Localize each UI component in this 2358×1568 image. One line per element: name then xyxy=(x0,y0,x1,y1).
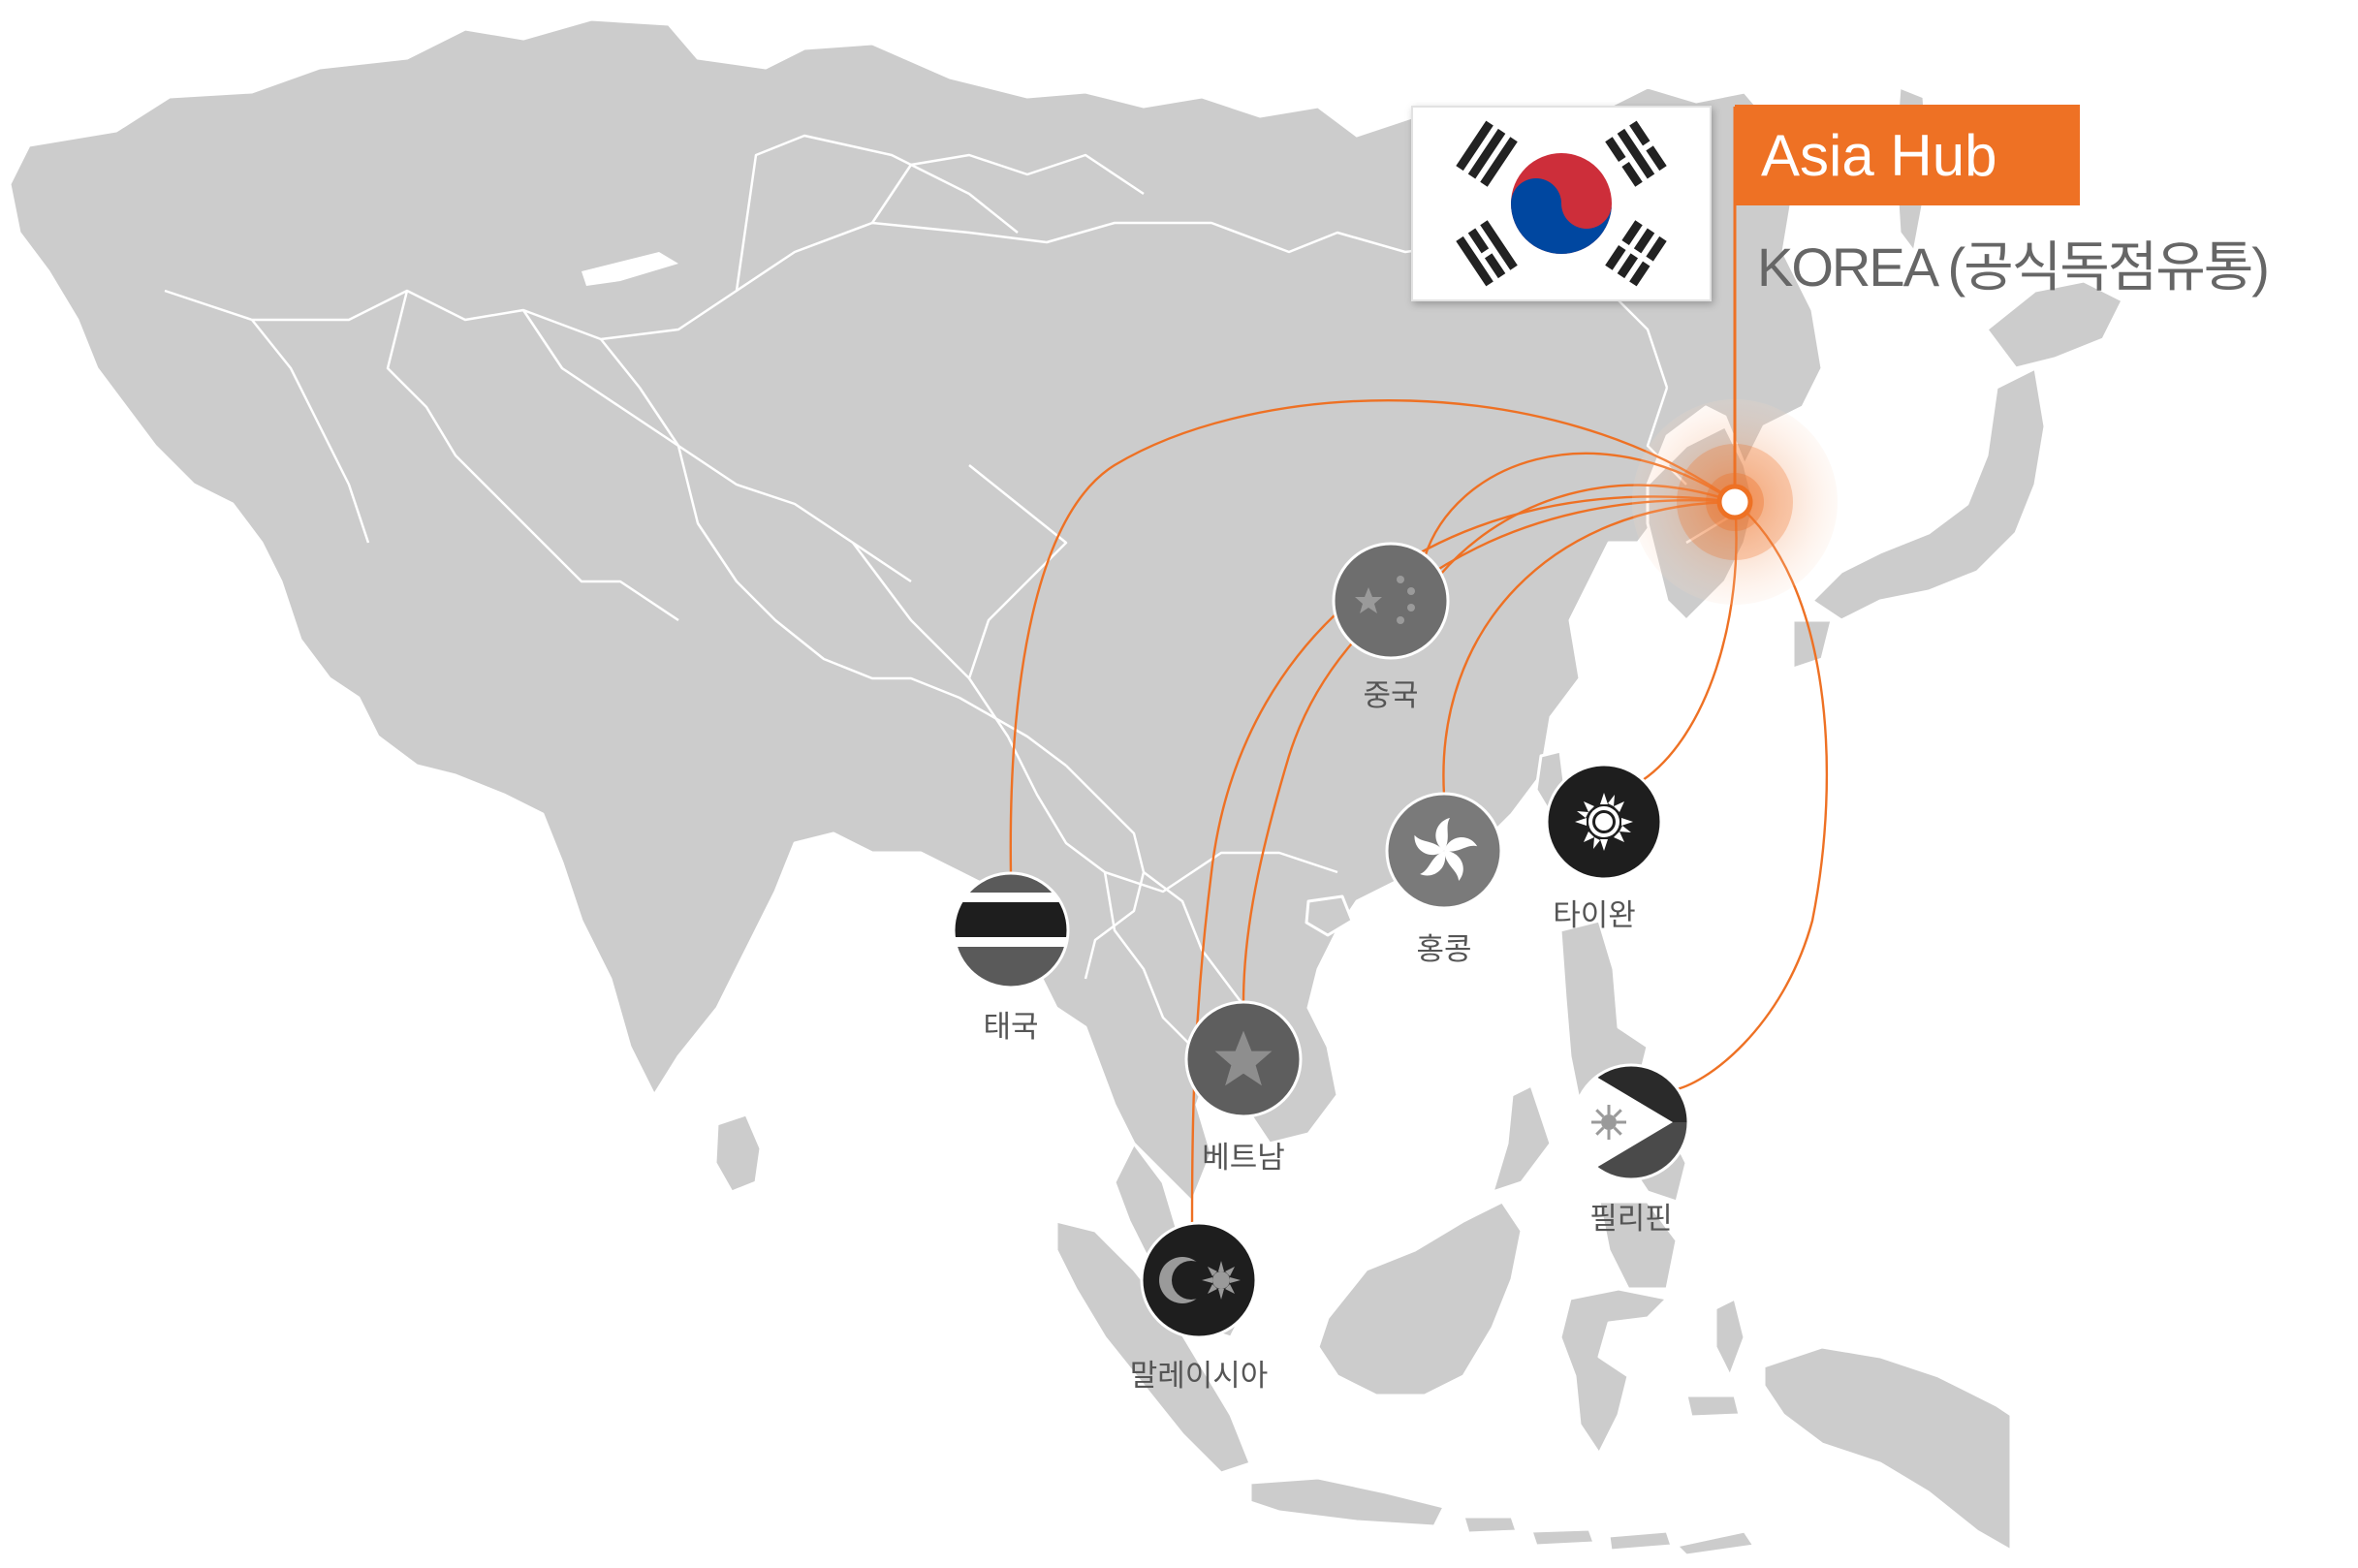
japan xyxy=(1791,279,2124,671)
malaysia-flag-icon xyxy=(1140,1221,1258,1339)
lake-balkhash xyxy=(582,252,678,286)
vietnam-flag-icon xyxy=(1184,1000,1303,1118)
taiwan-flag-icon xyxy=(1545,763,1663,881)
borneo xyxy=(1316,1200,1524,1397)
country-label-philippines: 필리핀 xyxy=(1589,1202,1673,1237)
country-china[interactable]: 중국 xyxy=(1332,542,1450,713)
route-line-vietnam xyxy=(1242,499,1736,1004)
hub-title-badge: Asia Hub xyxy=(1735,105,2080,205)
new-guinea xyxy=(1762,1345,2013,1552)
hainan-island xyxy=(1305,894,1354,937)
south-korea-flag-icon xyxy=(1411,106,1712,301)
hub-subtitle: KOREA (공식독점유통) xyxy=(1757,236,2268,298)
hub-title: Asia Hub xyxy=(1761,123,1996,188)
route-line-thailand xyxy=(1009,399,1736,875)
country-label-taiwan: 타이완 xyxy=(1553,898,1636,933)
country-label-malaysia: 말레이시아 xyxy=(1130,1359,1269,1394)
country-label-china: 중국 xyxy=(1363,678,1418,713)
country-hongkong[interactable]: 홍콩 xyxy=(1385,792,1503,967)
route-line-malaysia xyxy=(1190,495,1736,1224)
lesser-sunda-islands xyxy=(1462,1515,1674,1552)
thailand-flag-icon xyxy=(952,871,1070,989)
country-philippines[interactable]: 필리핀 xyxy=(1570,1061,1690,1237)
sulawesi xyxy=(1558,1287,1669,1456)
china-flag-icon xyxy=(1332,542,1450,660)
hub-point[interactable] xyxy=(1716,484,1753,520)
timor xyxy=(1675,1529,1756,1557)
country-malaysia[interactable]: 말레이시아 xyxy=(1130,1221,1269,1394)
route-line-philippines xyxy=(1671,501,1829,1092)
hong-kong-flag-icon xyxy=(1385,792,1503,910)
java xyxy=(1248,1476,1446,1528)
country-taiwan[interactable]: 타이완 xyxy=(1545,763,1663,933)
country-vietnam[interactable]: 베트남 xyxy=(1184,1000,1303,1176)
hub-marker xyxy=(1632,107,1838,605)
country-label-thailand: 태국 xyxy=(983,1010,1038,1045)
maluku-islands xyxy=(1684,1297,1746,1419)
country-thailand[interactable]: 태국 xyxy=(952,871,1070,1045)
country-label-hongkong: 홍콩 xyxy=(1416,932,1471,967)
country-label-vietnam: 베트남 xyxy=(1202,1141,1285,1176)
sri-lanka xyxy=(713,1113,763,1194)
